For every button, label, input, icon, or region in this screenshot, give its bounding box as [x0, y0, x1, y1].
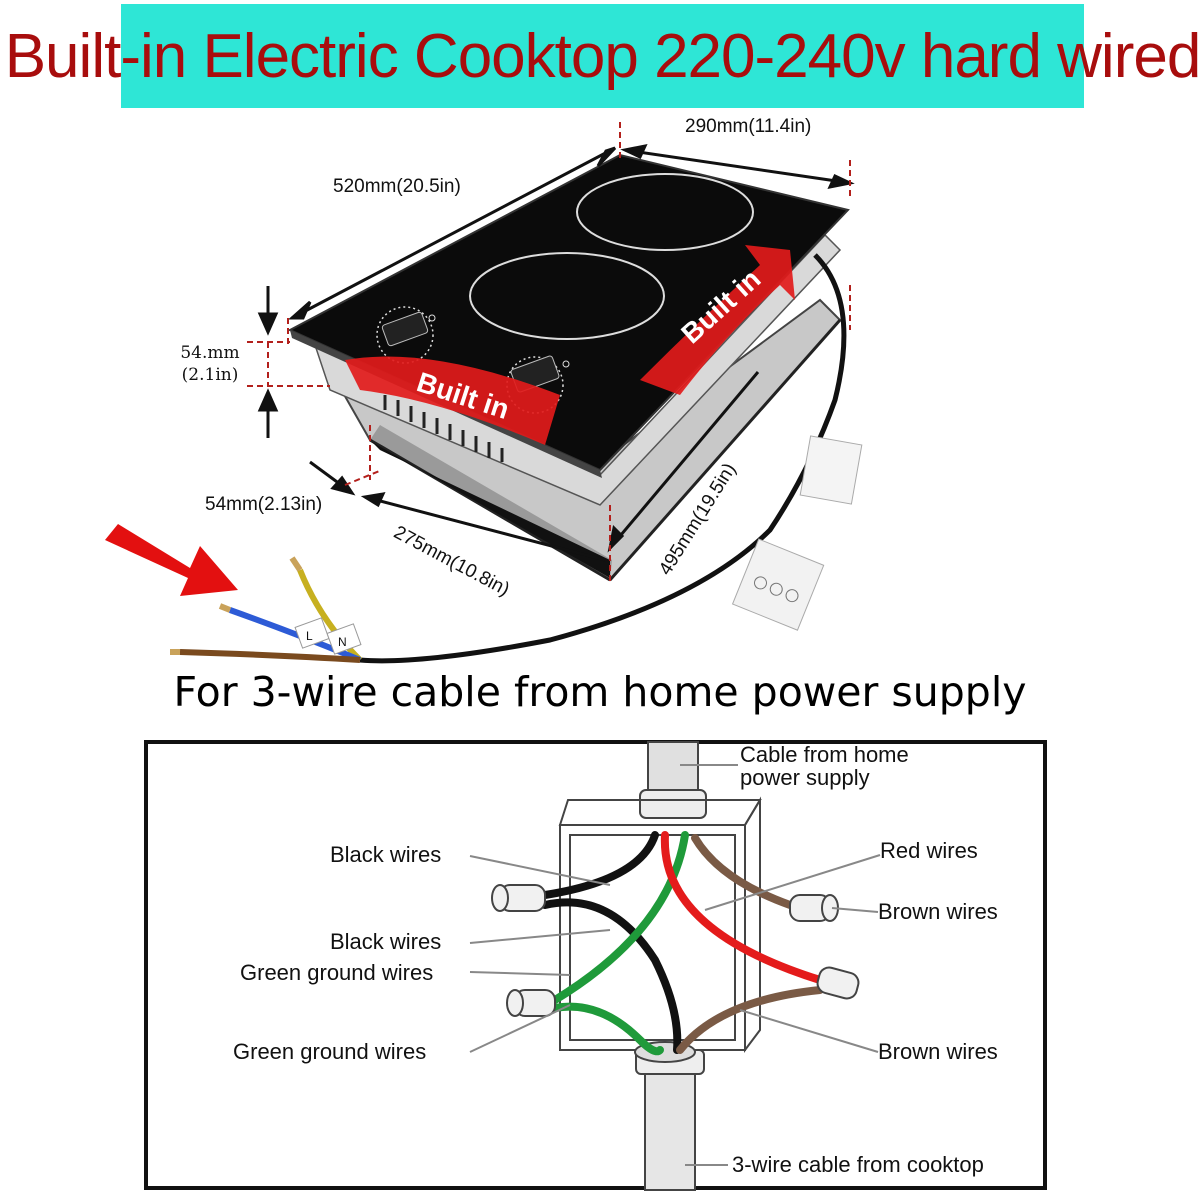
cooktop-illustration: Built in Built in — [105, 122, 863, 664]
label-green-ground-1: Green ground wires — [240, 960, 434, 985]
wire-green-top — [551, 831, 689, 1004]
wire-nut-brown — [789, 894, 839, 922]
label-brown-wires-2: Brown wires — [878, 1039, 998, 1064]
banner-title: Built-in Electric Cooktop 220-240v hard … — [4, 21, 1200, 91]
label-black-wires-2: Black wires — [330, 929, 442, 954]
wiring-diagram-frame — [144, 740, 1047, 1190]
wire-nut-black — [491, 884, 546, 912]
dim-length-top: 520mm(20.5in) — [333, 176, 461, 197]
wire-brown-bottom — [676, 986, 824, 1054]
wire-green-bottom — [551, 1002, 664, 1056]
red-pointer-arrow — [105, 524, 238, 596]
section-heading: For 3-wire cable from home power supply — [173, 668, 1027, 716]
dim-height: 54.mm (2.1in) — [160, 342, 260, 386]
wire-nut-red — [816, 966, 860, 1000]
leader-lines — [469, 764, 881, 1166]
wires — [541, 831, 824, 1056]
vent-slots — [383, 395, 504, 462]
label-brown-wires-1: Brown wires — [878, 899, 998, 924]
wire-tag-live: L — [306, 629, 313, 643]
label-top-cable-line2: power supply — [740, 765, 870, 790]
label-bottom-cable: 3-wire cable from cooktop — [732, 1152, 984, 1177]
dim-height-line1: 54.mm — [180, 343, 240, 363]
wire-red-top — [660, 831, 824, 984]
wire-brown-top — [691, 834, 794, 909]
built-in-arrow-right — [640, 245, 795, 395]
wire-tag-neutral: N — [338, 635, 347, 649]
wire-nut-green — [506, 989, 556, 1017]
dimension-guides — [247, 122, 851, 585]
knob-left — [376, 306, 434, 364]
bottom-conduit — [644, 1059, 696, 1191]
wire-black-bottom — [541, 898, 682, 1054]
label-top-cable: Cable from home power supply — [740, 743, 909, 789]
junction-box — [558, 796, 762, 1053]
power-cable — [359, 253, 847, 664]
wire-end-tips — [170, 556, 303, 655]
dim-cutout-side: 54mm(2.13in) — [205, 494, 323, 515]
dim-width-top: 290mm(11.4in) — [685, 116, 812, 137]
wire-nuts — [491, 884, 860, 1017]
burner-rear — [576, 173, 754, 251]
label-top-cable-line1: Cable from home — [740, 742, 909, 767]
burner-front — [469, 252, 665, 340]
dim-height-line2: (2.1in) — [181, 365, 239, 385]
wire-black-top — [541, 831, 659, 899]
cable-tag-top — [799, 435, 863, 505]
built-in-arrow-front — [345, 356, 560, 445]
dimension-lines — [257, 143, 855, 562]
label-black-wires-1: Black wires — [330, 842, 442, 867]
label-green-ground-2: Green ground wires — [233, 1039, 427, 1064]
label-red-wires: Red wires — [880, 838, 978, 863]
title-banner: Built-in Electric Cooktop 220-240v hard … — [4, 4, 1200, 108]
terminal-block — [731, 538, 825, 631]
wire-label-tags: L N — [294, 617, 362, 655]
